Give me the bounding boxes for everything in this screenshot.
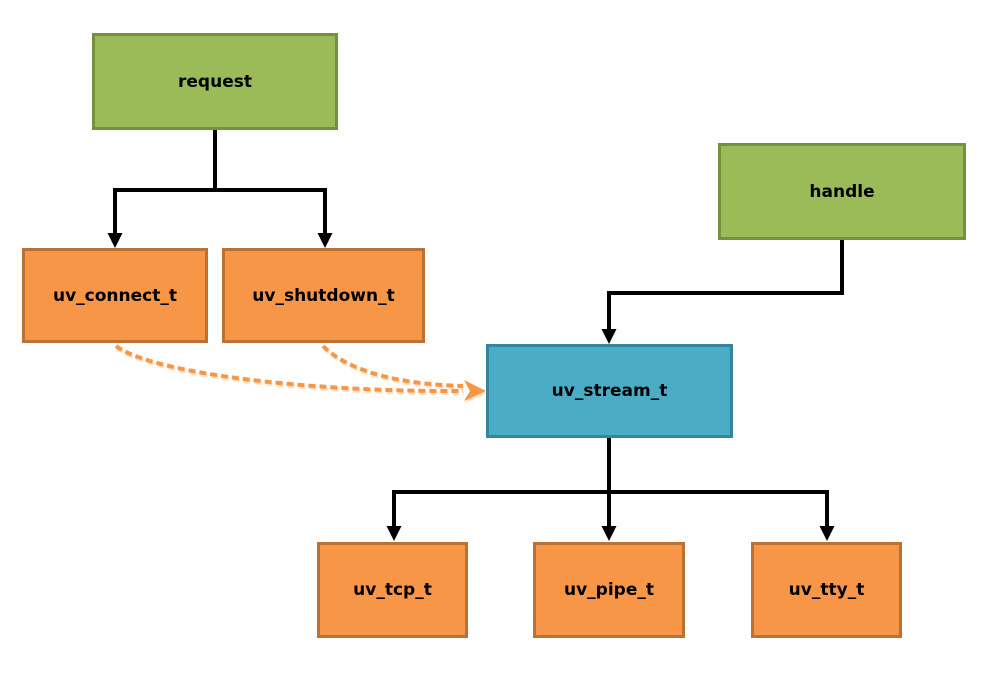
arrowhead-dashed-into-uv-stream-t xyxy=(464,380,486,401)
arrowhead-into-uv-stream-t xyxy=(601,329,617,344)
node-uv-stream-t-label: uv_stream_t xyxy=(551,381,668,401)
edge-connect-to-stream-dashed xyxy=(114,344,464,394)
node-uv-pipe-t: uv_pipe_t xyxy=(533,542,685,638)
node-uv-stream-t: uv_stream_t xyxy=(486,344,733,438)
node-uv-connect-t-label: uv_connect_t xyxy=(52,285,177,306)
node-uv-shutdown-t: uv_shutdown_t xyxy=(222,248,425,343)
arrowhead-into-uv-tty-t xyxy=(819,526,835,541)
node-handle-label: handle xyxy=(809,181,875,202)
node-uv-tty-t: uv_tty_t xyxy=(751,542,902,638)
node-uv-pipe-t-label: uv_pipe_t xyxy=(563,580,654,600)
arrowhead-into-uv-connect-t xyxy=(107,233,123,248)
node-request-label: request xyxy=(178,71,252,92)
node-uv-tty-t-label: uv_tty_t xyxy=(788,580,865,600)
node-handle: handle xyxy=(718,143,966,240)
node-uv-connect-t: uv_connect_t xyxy=(22,248,208,343)
edge-stream-to-tcp-pipe-tty xyxy=(386,438,835,541)
arrowhead-into-uv-tcp-t xyxy=(386,526,402,541)
node-request: request xyxy=(92,33,338,130)
edge-handle-to-stream xyxy=(601,240,844,344)
node-uv-tcp-t-label: uv_tcp_t xyxy=(353,580,432,600)
edge-request-to-connect-and-shutdown xyxy=(107,130,333,248)
node-uv-tcp-t: uv_tcp_t xyxy=(317,542,468,638)
edge-shutdown-to-stream-dashed xyxy=(321,344,464,388)
arrowhead-into-uv-pipe-t xyxy=(601,526,617,541)
arrowhead-into-uv-shutdown-t xyxy=(317,233,333,248)
node-uv-shutdown-t-label: uv_shutdown_t xyxy=(252,285,395,306)
